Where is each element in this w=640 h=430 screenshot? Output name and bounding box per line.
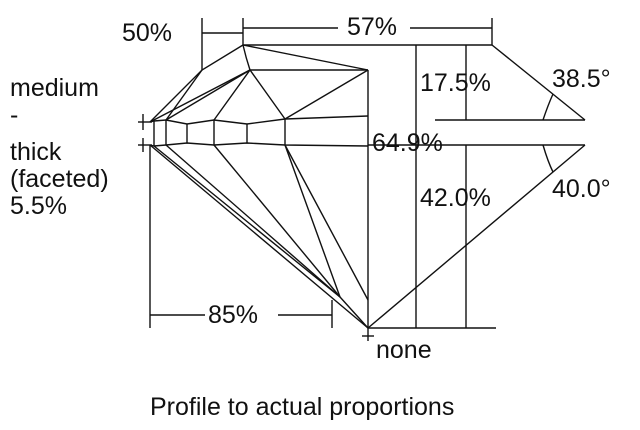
culet-label: none <box>376 336 432 364</box>
lower-half-label: 85% <box>208 301 259 329</box>
pavilion-angle-label: 40.0° <box>552 175 611 203</box>
girdle-label-3: thick <box>10 138 62 166</box>
crown-height-label: 17.5% <box>420 69 491 97</box>
girdle-label-4: (faceted) <box>10 165 109 193</box>
total-depth-label: 64.9% <box>372 129 443 157</box>
diagram-caption: Profile to actual proportions <box>150 393 455 421</box>
pavilion-depth-label: 42.0% <box>420 184 491 212</box>
star-pct-label: 50% <box>122 19 173 47</box>
girdle-label-5: 5.5% <box>10 192 67 220</box>
girdle-label-2: - <box>10 101 19 129</box>
table-pct-label: 57% <box>345 13 400 41</box>
girdle-label-1: medium <box>10 74 99 102</box>
crown-angle-label: 38.5° <box>552 65 611 93</box>
